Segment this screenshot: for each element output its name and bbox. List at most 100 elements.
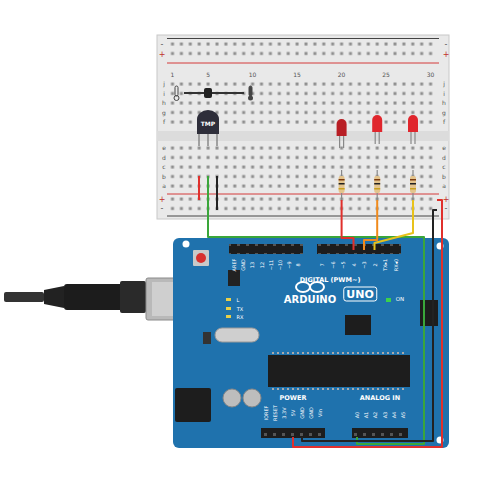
pin-label: A3 [382,412,387,419]
pin-label: 13 [250,262,255,268]
pin-label: ~5 [341,261,346,268]
arduino-board [352,428,408,438]
led [408,115,418,132]
led [375,130,376,144]
pin-label: A4 [391,412,396,419]
rail-sign: + [443,196,450,204]
resistor [339,188,416,190]
arduino-board [229,244,303,254]
row-letter: c [442,164,445,170]
pin-label: GND [300,407,305,418]
led [379,130,380,144]
resistor [342,170,413,200]
led-label: RX [237,315,244,320]
wire [216,176,218,210]
arduino-board [203,332,211,344]
row-letter: j [443,81,445,87]
temperature-slider [184,92,244,94]
breadboard [170,145,437,192]
rail-sign: - [445,205,448,213]
rail-sign: + [159,196,166,204]
usb-cable [4,292,44,302]
pin-label: 4 [351,263,356,266]
wire [208,176,424,444]
sensor-legs [198,132,200,146]
pin-label: 2 [372,263,377,266]
column-number: 25 [382,72,390,78]
pin-label: AREF [232,259,237,272]
led-label: L [237,298,240,303]
header-title: DIGITAL (PWM~) [300,277,361,284]
row-letter: g [442,110,446,116]
sensor-legs [199,132,217,146]
row-letter: a [442,183,446,189]
resistor [339,170,416,200]
breadboard [157,35,449,219]
pin-label: RX◂0 [393,259,398,272]
resistor [374,188,380,190]
breadboard [170,81,437,128]
pin-label: 5V [291,410,296,417]
row-letter: f [163,119,165,125]
arduino-board [310,282,324,292]
row-letter: i [163,91,165,97]
pin-label: A5 [401,412,406,419]
arduino-board [272,388,406,390]
wire [342,200,354,250]
brand-name: ARDUINO [284,295,336,305]
resistor [374,179,380,181]
resistor [410,179,416,181]
arduino-board [345,315,371,335]
column-number: 30 [427,72,435,78]
resistor [339,188,345,190]
led [410,130,411,144]
arduino-board [173,238,449,448]
arduino-board [223,389,241,407]
breadboard [167,38,439,39]
arduino-board [261,428,325,438]
pin-label: ~10 [278,260,283,271]
arduino-board [229,244,303,254]
arduino-board [173,238,449,448]
column-number: 1 [171,72,175,78]
pin-label: ~3 [362,261,367,268]
pin-label: A1 [364,412,369,419]
arduino-board [352,428,408,438]
sensor-legs [207,132,209,146]
column-number: 15 [293,72,301,78]
pin-label: 3.3V [282,407,287,418]
pin-label: ~6 [330,261,335,268]
pin-label: GND [241,259,246,270]
rail-sign: - [161,205,164,213]
row-letter: b [442,174,446,180]
pin-label: ~9 [287,261,292,268]
led-label: ON [396,297,404,303]
arduino-board: AREFGND1312~11~10~987~6~54~32TX▸1RX◂0DIG… [173,238,449,448]
resistor [410,188,416,190]
pin-label: 8 [296,263,301,266]
pin-label: ~11 [268,260,273,271]
led [343,134,344,148]
sensor-body [197,110,219,134]
temperature-slider [174,96,179,101]
arduino-board [226,307,231,310]
arduino-board [183,241,190,248]
sensor-legs [216,132,218,146]
breadboard [167,63,439,64]
pin-label: Vin [318,409,323,417]
row-letter: f [443,119,445,125]
temperature-sensor: TMP [197,110,219,134]
pin-label: IOREF [264,406,269,421]
pin-label: A0 [355,412,360,419]
temperature-slider [204,88,212,98]
column-number: 5 [206,72,210,78]
resistor [410,183,416,185]
arduino-board [272,353,406,389]
arduino-board [196,253,206,263]
wire [293,200,442,447]
header-title: POWER [280,395,307,402]
led [340,130,415,148]
led [339,134,340,148]
wire [375,200,414,250]
